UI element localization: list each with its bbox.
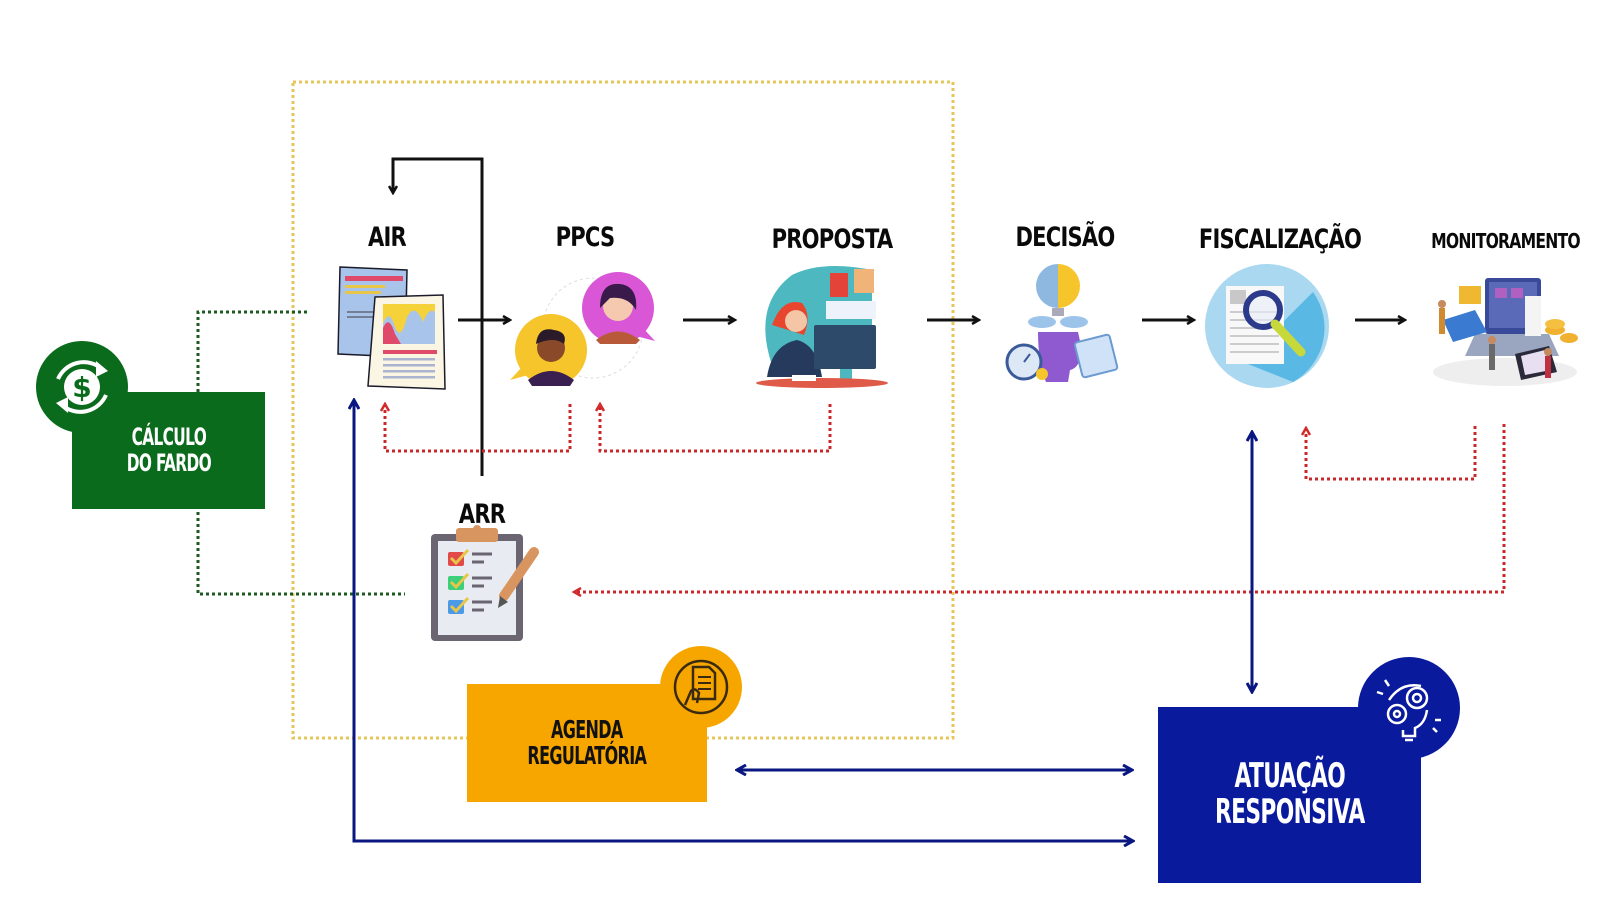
agenda-line1: AGENDA <box>551 714 623 744</box>
feedback-ppcs-air <box>385 404 572 453</box>
atuacao-line1: ATUAÇÃO <box>1234 756 1345 797</box>
agenda-badge <box>660 646 742 728</box>
ppcs-conversation-icon <box>510 272 655 386</box>
calculo-line2: DO FARDO <box>126 448 211 477</box>
atuacao-badge <box>1358 657 1460 759</box>
feedback-monitoramento-arr <box>574 424 1506 592</box>
proposta-office-worker-icon <box>756 266 888 388</box>
hand-document-icon <box>673 659 729 715</box>
stage-label-ppcs: PPCS <box>555 222 616 253</box>
atuacao-line2: RESPONSIVA <box>1214 792 1365 832</box>
stage-label-air: AIR <box>367 222 407 253</box>
decisao-brain-bulb-icon <box>1005 264 1119 382</box>
calculo-line1: CÁLCULO <box>131 423 206 452</box>
stage-label-decisao: DECISÃO <box>1015 222 1115 253</box>
feedback-proposta-ppcs <box>600 404 832 453</box>
link-atuacao-air <box>354 400 1132 843</box>
calculo-do-fardo-box: CÁLCULO DO FARDO <box>72 392 265 509</box>
monitoramento-analytics-icon <box>1433 278 1578 386</box>
calculo-badge: $ <box>36 341 128 433</box>
air-documents-icon <box>337 266 446 390</box>
fiscalizacao-magnifier-icon <box>1205 264 1329 388</box>
arrow-arr-air-loop <box>393 157 484 476</box>
dollar-cycle-icon: $ <box>56 360 108 414</box>
cost-link-arr <box>196 512 405 596</box>
stage-label-fiscalizacao: FISCALIZAÇÃO <box>1198 224 1362 255</box>
stage-label-monitoramento: MONITORAMENTO <box>1431 229 1580 253</box>
stage-label-proposta: PROPOSTA <box>771 224 894 255</box>
agenda-line2: REGULATÓRIA <box>527 741 647 770</box>
feedback-monitoramento-fiscalizacao <box>1306 426 1477 481</box>
arr-checklist-icon <box>431 525 539 641</box>
cost-link-air <box>196 310 308 392</box>
stage-label-arr: ARR <box>458 499 506 530</box>
gear-bulb-icon <box>1376 679 1441 742</box>
svg-text:$: $ <box>72 371 91 404</box>
